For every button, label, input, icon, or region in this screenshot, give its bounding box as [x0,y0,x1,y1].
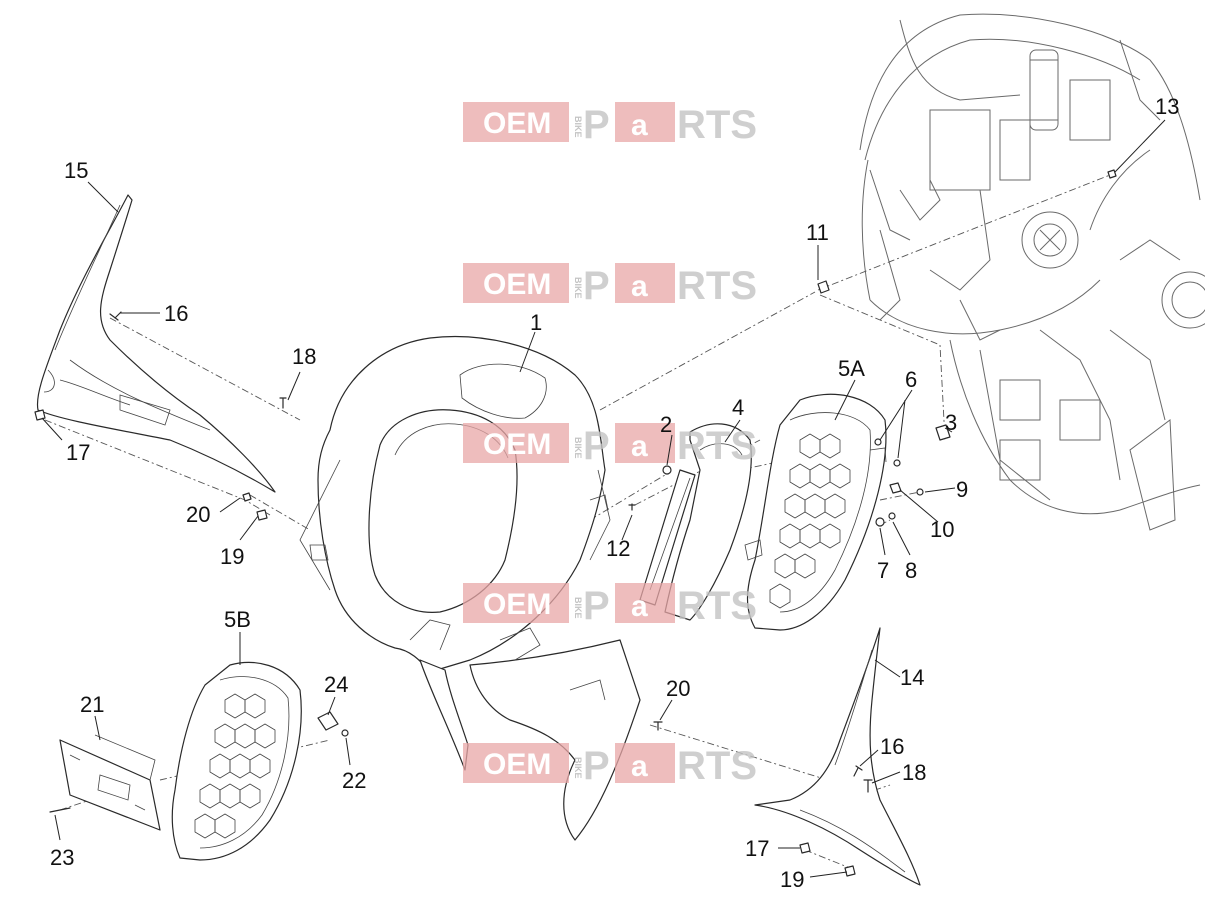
callout-21: 21 [80,692,104,717]
watermark-row-3: OEM BIKE P a RTS [463,423,757,468]
callout-16a: 16 [164,301,188,326]
fasteners [34,169,1117,877]
svg-text:a: a [631,590,648,623]
callout-14: 14 [900,665,924,690]
svg-text:OEM: OEM [483,748,551,781]
callout-12: 12 [606,536,630,561]
svg-text:RTS: RTS [677,103,757,147]
svg-text:BIKE: BIKE [573,277,583,299]
callout-9: 9 [956,477,968,502]
callout-4: 4 [732,395,744,420]
watermark-row-1: OEM BIKE P a RTS [463,102,757,147]
part-5a-grille [744,393,887,631]
callout-19b: 19 [780,867,804,892]
svg-text:P: P [583,103,610,147]
callout-17a: 17 [66,440,90,465]
callout-20a: 20 [186,502,210,527]
leader-lines [41,119,1166,878]
svg-text:OEM: OEM [483,588,551,621]
svg-text:a: a [631,109,648,142]
callout-3: 3 [945,410,957,435]
callout-8: 8 [905,558,917,583]
svg-text:OEM: OEM [483,107,551,140]
callout-15: 15 [64,158,88,183]
svg-text:RTS: RTS [677,584,757,628]
svg-text:RTS: RTS [677,424,757,468]
callout-labels: 1 2 3 4 5A 5B 6 7 8 9 10 11 12 13 14 15 … [50,94,1179,892]
svg-text:OEM: OEM [483,428,551,461]
callout-24: 24 [324,672,348,697]
svg-text:P: P [583,424,610,468]
svg-text:RTS: RTS [677,264,757,308]
part-4-trim-frame [639,423,752,621]
part-21-plate [59,734,161,831]
callout-22: 22 [342,768,366,793]
callout-20b: 20 [666,676,690,701]
part-14-right-side-panel [754,627,921,886]
svg-text:P: P [583,584,610,628]
svg-text:P: P [583,264,610,308]
callout-7: 7 [877,558,889,583]
svg-text:BIKE: BIKE [573,597,583,619]
callout-6: 6 [905,367,917,392]
callout-13: 13 [1155,94,1179,119]
part-15-left-side-panel [36,194,276,493]
callout-18b: 18 [902,760,926,785]
callout-11: 11 [806,220,829,245]
callout-5b: 5B [224,607,251,632]
watermark-row-5: OEM BIKE P a RTS [463,743,757,788]
part-5b-grille [171,661,302,861]
callout-18a: 18 [292,344,316,369]
svg-text:a: a [631,270,648,303]
callout-16b: 16 [880,734,904,759]
watermark-row-4: OEM BIKE P a RTS [463,583,757,628]
callout-19a: 19 [220,544,244,569]
scooter-frame-background [859,13,1205,531]
svg-text:a: a [631,430,648,463]
callout-1: 1 [530,310,542,335]
callout-2: 2 [660,412,672,437]
svg-text:BIKE: BIKE [573,437,583,459]
callout-5a: 5A [838,356,865,381]
svg-text:OEM: OEM [483,268,551,301]
svg-text:BIKE: BIKE [573,757,583,779]
watermark-row-2: OEM BIKE P a RTS [463,263,757,308]
svg-text:RTS: RTS [677,744,757,788]
svg-text:BIKE: BIKE [573,116,583,138]
svg-text:a: a [631,750,648,783]
svg-text:P: P [583,744,610,788]
callout-23: 23 [50,845,74,870]
callout-10: 10 [930,517,954,542]
callout-17b: 17 [745,836,769,861]
